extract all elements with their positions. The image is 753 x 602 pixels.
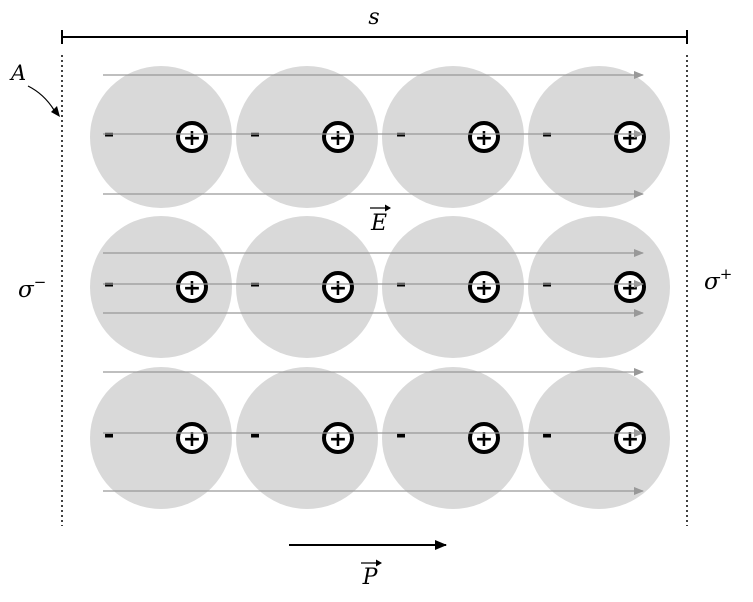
positive-charge: + xyxy=(329,126,347,151)
field-vector-head xyxy=(385,204,391,212)
sigma-plus-base: σ xyxy=(704,269,721,295)
positive-charge-ring xyxy=(322,271,354,303)
negative-charge: - xyxy=(396,420,407,450)
positive-charge: + xyxy=(475,126,493,151)
molecule-sphere xyxy=(236,216,378,358)
molecule-sphere xyxy=(528,66,670,208)
negative-charge: - xyxy=(104,420,115,450)
separation-label: s xyxy=(368,5,379,30)
positive-charge: + xyxy=(475,427,493,452)
positive-charge: + xyxy=(183,126,201,151)
positive-charge: + xyxy=(621,276,639,301)
sigma-minus-label: σ− xyxy=(18,273,46,303)
positive-charge-ring xyxy=(468,271,500,303)
molecule-sphere xyxy=(382,66,524,208)
polarization-vector-head xyxy=(376,559,382,567)
positive-charge: + xyxy=(329,427,347,452)
negative-charge: - xyxy=(250,420,261,450)
field-symbol: E xyxy=(370,211,387,236)
positive-charge: + xyxy=(621,427,639,452)
polarization-symbol: P xyxy=(362,565,379,590)
positive-charge-ring xyxy=(176,121,208,153)
molecule-sphere xyxy=(528,367,670,509)
positive-charge-ring xyxy=(176,271,208,303)
molecule-sphere xyxy=(236,367,378,509)
molecule-grid: -+-+-+-+-+-+-+-+-+-+-+-+ xyxy=(90,66,670,509)
field-lines xyxy=(103,71,644,495)
area-leader xyxy=(27,85,55,111)
positive-charge: + xyxy=(329,276,347,301)
positive-charge-ring xyxy=(468,422,500,454)
positive-charge-ring xyxy=(322,422,354,454)
sigma-minus-sup: − xyxy=(34,273,47,291)
molecule-sphere xyxy=(382,367,524,509)
molecule-sphere xyxy=(382,216,524,358)
positive-charge-ring xyxy=(468,121,500,153)
molecule-sphere xyxy=(236,66,378,208)
sigma-minus-base: σ xyxy=(18,277,35,303)
area-label: A xyxy=(9,61,26,85)
positive-charge: + xyxy=(475,276,493,301)
separation-dimension xyxy=(61,30,688,44)
positive-charge: + xyxy=(183,276,201,301)
positive-charge: + xyxy=(621,126,639,151)
area-leader-head xyxy=(51,106,60,117)
molecule-sphere xyxy=(90,216,232,358)
positive-charge: + xyxy=(183,427,201,452)
molecule-sphere xyxy=(90,66,232,208)
molecule-sphere xyxy=(90,367,232,509)
negative-charge: - xyxy=(542,420,553,450)
sigma-plus-label: σ+ xyxy=(704,265,732,295)
sigma-plus-sup: + xyxy=(720,265,733,283)
polarization-label: P xyxy=(361,559,382,590)
positive-charge-ring xyxy=(176,422,208,454)
field-label: E xyxy=(370,204,391,236)
positive-charge-ring xyxy=(322,121,354,153)
